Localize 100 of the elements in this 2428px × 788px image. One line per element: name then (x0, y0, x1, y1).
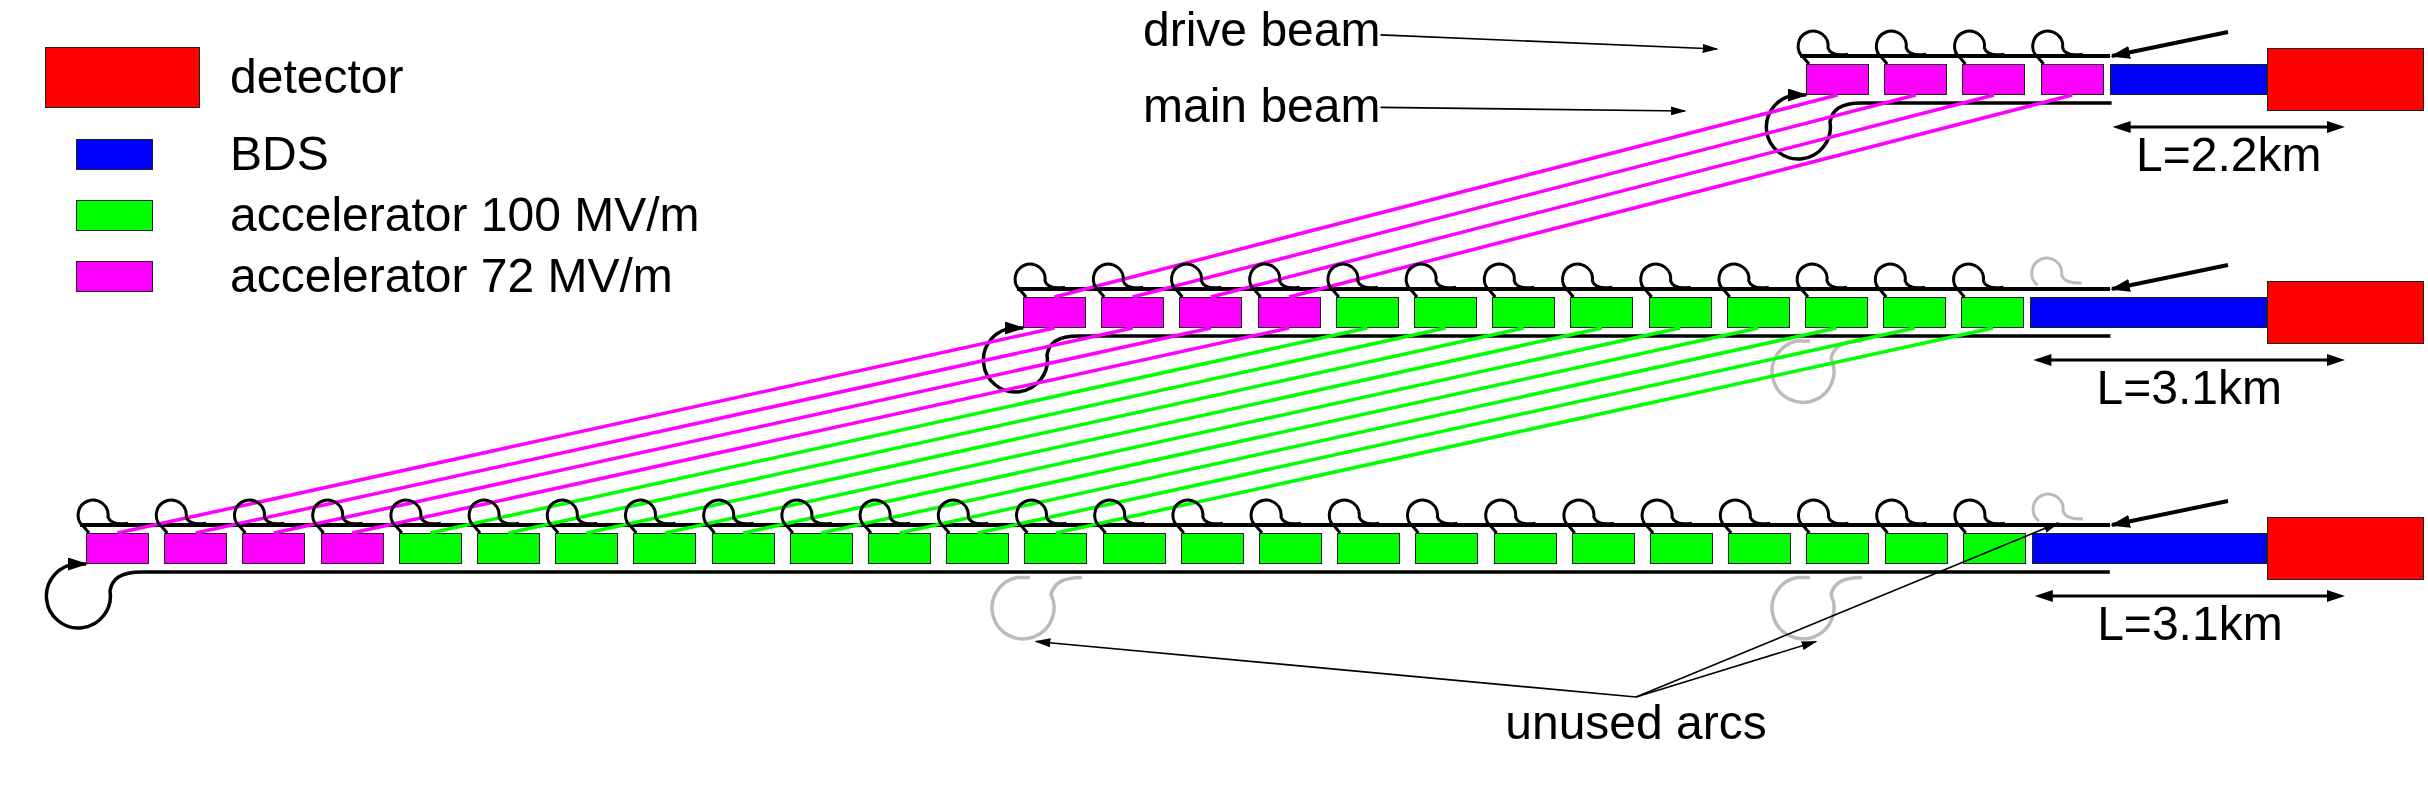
arc-loop (1562, 498, 1614, 534)
arc-loop (1091, 262, 1144, 298)
accelerator-module (1414, 297, 1477, 328)
accelerator-module (555, 533, 619, 564)
arc-loop (1482, 262, 1535, 298)
main-beam-line (1764, 88, 2112, 161)
arc-loop (1171, 498, 1223, 534)
bds-section (2031, 533, 2267, 564)
transfer-line (1210, 93, 1995, 299)
arc-loop (702, 498, 754, 534)
arc-loop (780, 498, 832, 534)
accelerator-module (1884, 64, 1948, 95)
arc-loop (76, 498, 129, 534)
accelerator-module (1570, 297, 1634, 328)
arc-loop (1875, 498, 1927, 534)
accelerator-module (1179, 297, 1243, 328)
accelerator-module (1571, 533, 1635, 564)
transfer-line (820, 326, 1759, 535)
transfer-line (508, 326, 1446, 535)
accelerator-module (1806, 64, 1869, 95)
transfer-line (429, 326, 1368, 535)
arc-loop (1796, 29, 1849, 65)
arc-loop (1484, 498, 1536, 534)
accelerator-module (477, 533, 540, 564)
inlet-arrow (2110, 499, 2229, 529)
accelerator-module (633, 533, 697, 564)
arc-loop (1170, 262, 1222, 298)
arc-loop (1404, 262, 1457, 298)
accelerator-module (1492, 297, 1556, 328)
transfer-line (273, 326, 1212, 535)
leader-line (1379, 106, 1686, 116)
arc-loop (1326, 262, 1378, 298)
arc-loop (1797, 498, 1849, 534)
accelerator-module (1337, 533, 1401, 564)
arc-loop (624, 498, 676, 534)
accelerator-module (711, 533, 775, 564)
accelerator-module (86, 533, 149, 564)
accelerator-module (1884, 533, 1948, 564)
accelerator-module (1728, 533, 1792, 564)
accelerator-module (2040, 64, 2104, 95)
arc-loop (1953, 498, 2005, 534)
arc-loop (1795, 262, 1848, 298)
transfer-line (1132, 93, 1917, 299)
transfer-line (117, 326, 1055, 535)
arc-loop (389, 498, 441, 534)
accelerator-module (1883, 297, 1947, 328)
arc-loop (1406, 498, 1458, 534)
legend-label: accelerator 100 MV/m (230, 188, 700, 242)
main-beam-line (982, 321, 2111, 394)
transfer-line (586, 326, 1525, 535)
transfer-line (899, 326, 1837, 535)
accelerator-module (1259, 533, 1322, 564)
transfer-line (1055, 326, 1994, 535)
accelerator-module (1335, 297, 1399, 328)
transfer-line (195, 326, 1134, 535)
main-beam-line (46, 557, 2110, 630)
accelerator-module (789, 533, 853, 564)
dimension-label: L=3.1km (2097, 597, 2283, 651)
arc-loop (1015, 498, 1067, 534)
transfer-line (664, 326, 1603, 535)
bds-section (2030, 297, 2267, 328)
arc-loop (1873, 262, 1926, 298)
inlet-arrow (2110, 30, 2229, 60)
accelerator-module (1101, 297, 1165, 328)
accelerator-module (868, 533, 931, 564)
leader-line (1379, 34, 1718, 54)
arc-loop (2031, 29, 2083, 65)
accelerator-module (1257, 297, 1321, 328)
accelerator-module (1102, 533, 1166, 564)
accelerator-module (164, 533, 228, 564)
unused-arc (1769, 574, 1863, 642)
arc-loop (1718, 498, 1771, 534)
arc-loop (1640, 498, 1693, 534)
detector-block (2267, 517, 2424, 580)
accelerator-module (1023, 297, 1086, 328)
arc-loop (1013, 262, 1066, 298)
accelerator-module (1805, 297, 1868, 328)
arc-loop (311, 498, 363, 534)
arc-loop (1639, 262, 1691, 298)
accelerator-module (1180, 533, 1244, 564)
accelerator-module (1961, 297, 2025, 328)
unused-arc (989, 574, 1083, 642)
accelerator-module (1415, 533, 1479, 564)
transfer-line (977, 326, 1916, 535)
leader-line (1635, 521, 2059, 698)
inlet-arrow (2110, 263, 2229, 293)
arc-loop (1561, 262, 1613, 298)
arc-loop (1327, 498, 1380, 534)
accelerator-module (320, 533, 384, 564)
bds-section (2109, 64, 2267, 95)
arc-loop (154, 498, 207, 534)
arc-loop (545, 498, 598, 534)
accelerator-module (1493, 533, 1557, 564)
transfer-line (351, 326, 1290, 535)
accelerator-module (1806, 533, 1870, 564)
dimension-label: L=2.2km (2136, 128, 2322, 182)
transfer-line (742, 326, 1681, 535)
legend-label: accelerator 72 MV/m (230, 249, 673, 303)
legend-label: detector (230, 50, 404, 104)
arc-loop (233, 498, 285, 534)
